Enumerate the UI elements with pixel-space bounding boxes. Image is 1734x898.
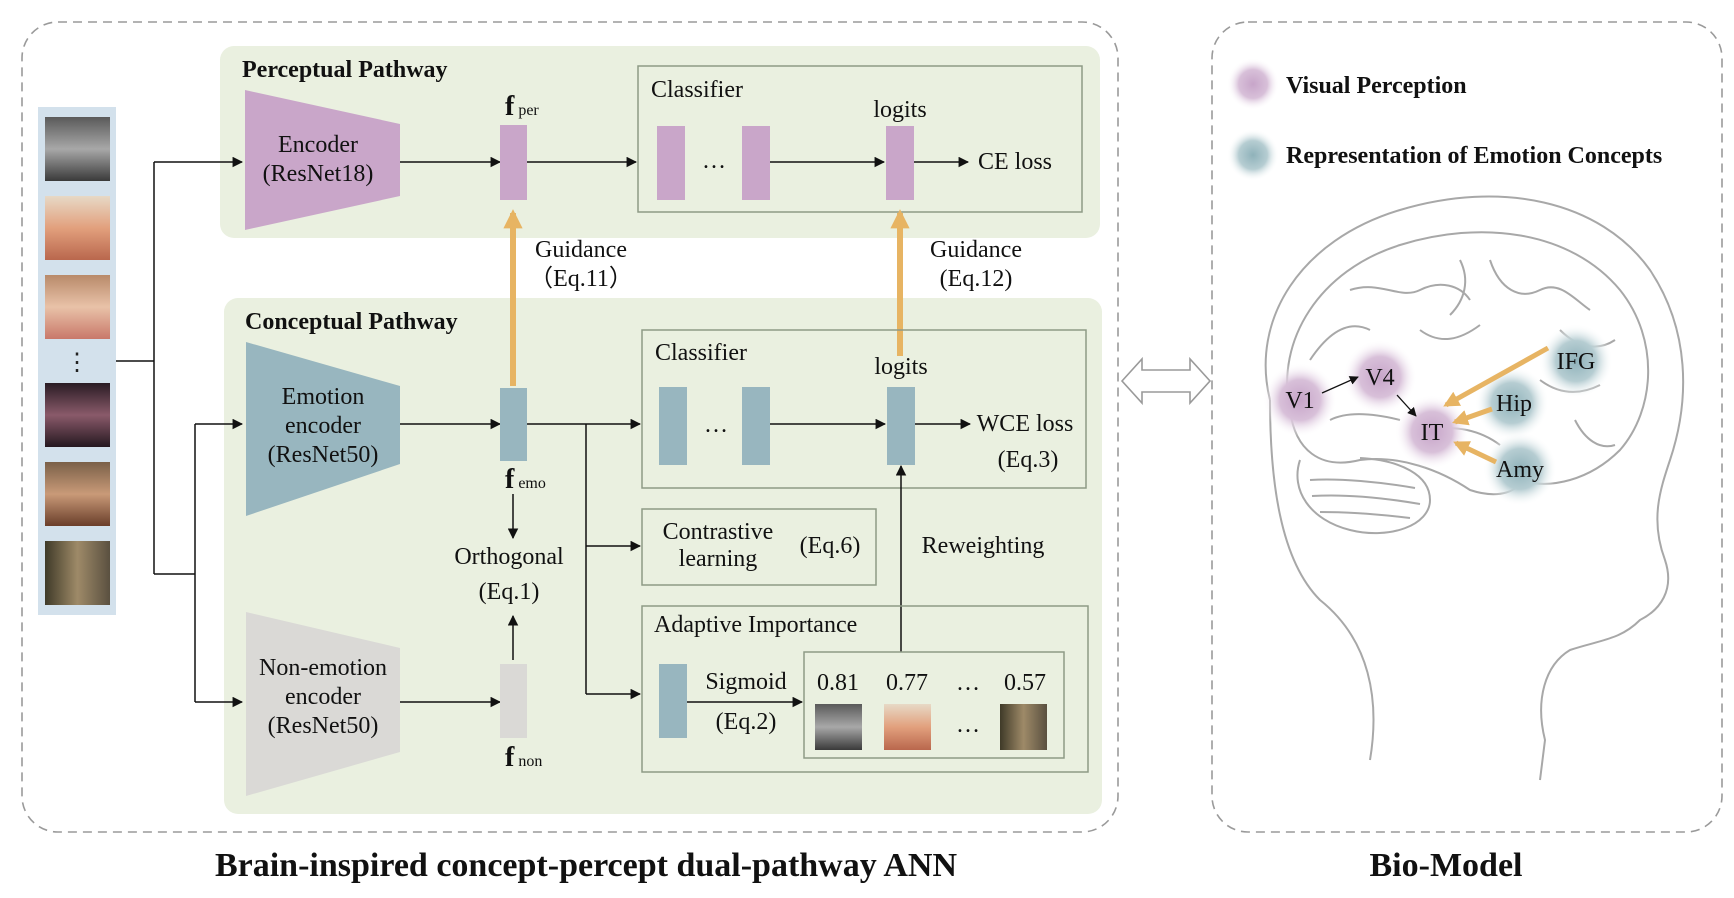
region-hip-glow xyxy=(1475,366,1549,440)
adaptive-importance-box xyxy=(641,605,1089,773)
input-connectors xyxy=(116,156,244,708)
input-face-1 xyxy=(45,117,110,181)
weight-face-3 xyxy=(1000,704,1047,750)
region-ifg-label: IFG xyxy=(1557,349,1596,375)
region-v4-label: V4 xyxy=(1365,365,1394,391)
perceptual-encoder-shape xyxy=(245,90,400,230)
orthogonal-label-1: Orthogonal xyxy=(454,544,564,570)
v4-to-it-arrow xyxy=(1396,394,1417,417)
guidance-left-label-2: （Eq.11） xyxy=(529,266,633,292)
weight-face-2 xyxy=(884,704,931,750)
sigmoid-label-2: (Eq.2) xyxy=(716,709,777,735)
conceptual-classifier-ellipsis: … xyxy=(704,412,728,438)
weight-value-1: 0.81 xyxy=(817,670,859,696)
conceptual-classifier-bar-1 xyxy=(659,387,687,465)
bidirectional-arrow xyxy=(1120,356,1212,406)
conceptual-logits-bar xyxy=(887,387,915,465)
perceptual-classifier-box xyxy=(637,65,1083,213)
emotion-encoder-label-2: encoder xyxy=(285,413,361,439)
reweighting-label: Reweighting xyxy=(922,533,1045,559)
brain-head-outline xyxy=(1264,195,1685,781)
adaptive-feature-bar xyxy=(659,664,687,738)
perceptual-classifier-label: Classifier xyxy=(651,77,743,103)
ann-outer-panel xyxy=(21,21,1119,833)
legend-concept-label: Representation of Emotion Concepts xyxy=(1286,143,1662,169)
input-face-3 xyxy=(45,275,110,339)
contrastive-label-2: learning xyxy=(679,546,758,572)
wce-loss-label-1: WCE loss xyxy=(977,411,1074,437)
amy-to-it-arrow xyxy=(1453,440,1498,465)
biomodel-outer-panel xyxy=(1211,21,1723,833)
sigmoid-label-1: Sigmoid xyxy=(705,669,786,695)
region-ifg-glow xyxy=(1539,324,1613,398)
input-face-5 xyxy=(45,462,110,526)
hip-to-it-arrow xyxy=(1451,406,1493,426)
perceptual-title: Perceptual Pathway xyxy=(242,57,448,83)
input-face-2 xyxy=(45,196,110,260)
non-emotion-encoder-shape xyxy=(246,612,400,796)
emotion-encoder-shape xyxy=(246,342,400,516)
wce-loss-label-2: (Eq.3) xyxy=(998,447,1059,473)
region-v1-glow xyxy=(1263,363,1337,437)
weight-value-2: 0.77 xyxy=(886,670,928,696)
weight-faces-ellipsis: … xyxy=(956,712,980,738)
input-face-4 xyxy=(45,383,110,447)
conceptual-classifier-label: Classifier xyxy=(655,340,747,366)
region-it-label: IT xyxy=(1421,420,1444,446)
non-emotion-encoder-label-2: encoder xyxy=(285,684,361,710)
input-face-6 xyxy=(45,541,110,605)
ce-loss-label: CE loss xyxy=(978,149,1052,175)
contrastive-eq-label: (Eq.6) xyxy=(800,533,861,559)
perceptual-classifier-ellipsis: … xyxy=(702,148,726,174)
legend-visual-label: Visual Perception xyxy=(1286,73,1467,99)
non-emotion-encoder-label-1: Non-emotion xyxy=(259,655,387,681)
conceptual-classifier-bar-2 xyxy=(742,387,770,465)
v1-to-v4-arrow xyxy=(1321,376,1359,394)
region-hip-label: Hip xyxy=(1496,391,1532,417)
perceptual-logits-bar xyxy=(886,126,914,200)
contrastive-learning-box xyxy=(641,508,877,586)
region-v1-label: V1 xyxy=(1285,388,1314,414)
weights-box xyxy=(803,651,1065,759)
contrastive-label-1: Contrastive xyxy=(663,519,774,545)
ann-caption: Brain-inspired concept-percept dual-path… xyxy=(215,847,958,884)
weight-face-1 xyxy=(815,704,862,750)
legend-concept-dot xyxy=(1227,129,1279,181)
adaptive-importance-label: Adaptive Importance xyxy=(654,612,857,638)
femo-branch-connectors xyxy=(527,418,642,700)
ifg-to-it-arrow xyxy=(1443,345,1550,408)
emotion-encoder-label-3: (ResNet50) xyxy=(268,442,379,468)
region-amy-glow xyxy=(1483,432,1557,506)
perceptual-classifier-bar-2 xyxy=(742,126,770,200)
conceptual-logits-label: logits xyxy=(874,354,927,380)
non-emotion-encoder-label-3: (ResNet50) xyxy=(268,713,379,739)
feature-per-bar xyxy=(500,125,527,200)
weight-value-ellipsis: … xyxy=(956,670,980,696)
orthogonal-label-2: (Eq.1) xyxy=(479,579,540,605)
perceptual-classifier-bar-1 xyxy=(657,126,685,200)
guidance-right-label-2: (Eq.12) xyxy=(940,266,1013,292)
weight-value-3: 0.57 xyxy=(1004,670,1046,696)
input-strip-ellipsis: ⋮ xyxy=(65,350,89,376)
perceptual-encoder-label-1: Encoder xyxy=(278,132,358,158)
guidance-right-label-1: Guidance xyxy=(930,237,1022,263)
region-v4-glow xyxy=(1343,340,1417,414)
feature-emo-bar xyxy=(500,388,527,461)
conceptual-title: Conceptual Pathway xyxy=(245,309,458,335)
biomodel-caption: Bio-Model xyxy=(1370,847,1523,884)
input-image-strip xyxy=(38,107,116,615)
region-amy-label: Amy xyxy=(1496,457,1544,483)
emotion-encoder-label-1: Emotion xyxy=(282,384,365,410)
feature-non-bar xyxy=(500,664,527,738)
perceptual-logits-label: logits xyxy=(873,97,926,123)
perceptual-encoder-label-2: (ResNet18) xyxy=(263,161,374,187)
guidance-left-label-1: Guidance xyxy=(535,237,627,263)
legend-visual-dot xyxy=(1227,58,1279,110)
conceptual-classifier-box xyxy=(641,329,1087,489)
